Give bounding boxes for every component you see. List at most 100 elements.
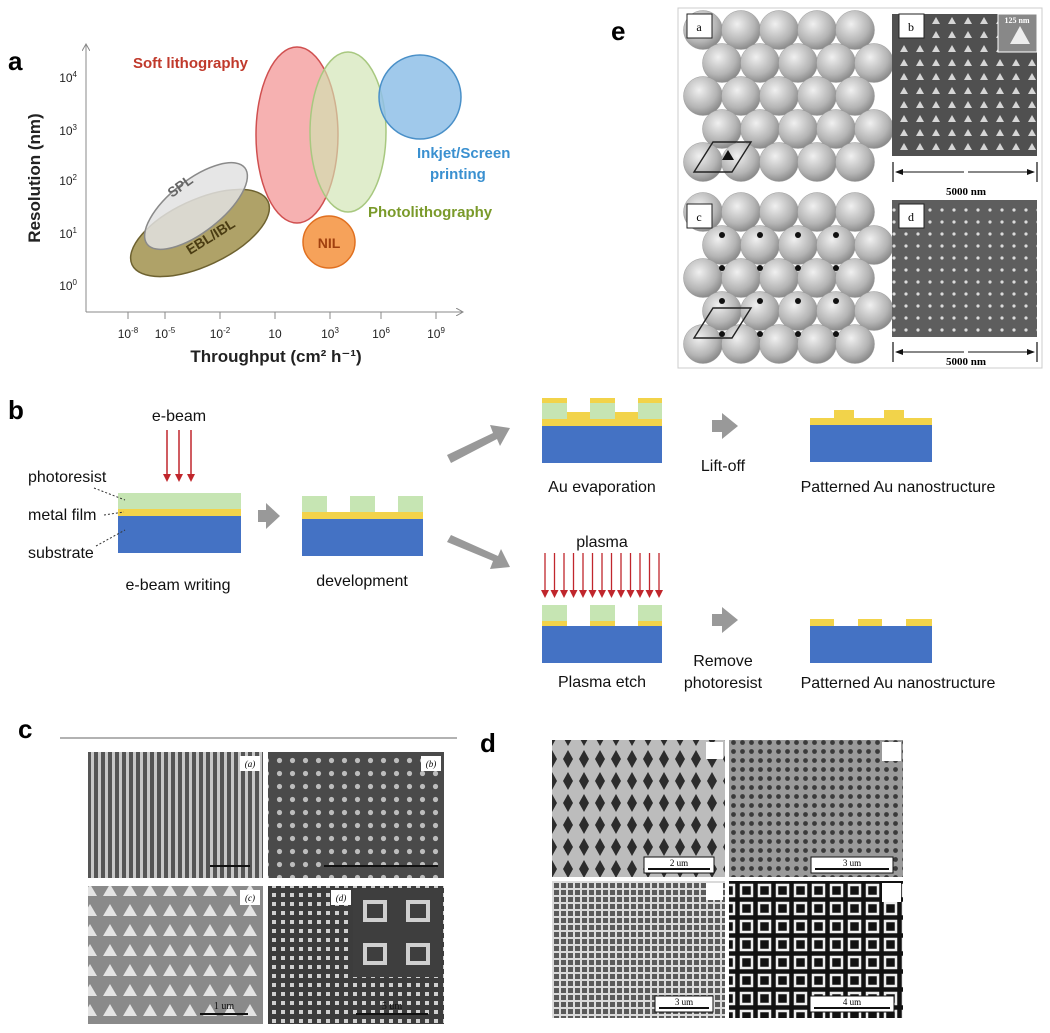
pattern-top-au-2 <box>884 410 904 418</box>
evap-au-top-1 <box>542 398 567 403</box>
plasma-metal-3 <box>638 621 662 628</box>
interstitial-dot <box>795 331 801 337</box>
sphere <box>759 258 799 298</box>
sphere <box>816 291 856 331</box>
stack1-resist <box>118 493 241 509</box>
evap-au-gap-1 <box>567 412 590 419</box>
plasma-label: plasma <box>576 534 628 551</box>
sphere <box>702 225 742 265</box>
sphere <box>835 258 875 298</box>
label-box-d-1 <box>706 742 723 759</box>
sphere <box>797 192 837 232</box>
sublabel-c-a-bg <box>240 756 260 771</box>
sublabel-c-a: (a) <box>245 759 256 769</box>
unit-cell-triangle <box>722 150 734 160</box>
interstitial-dot <box>757 331 763 337</box>
sublabel-e-c: c <box>696 210 701 224</box>
sphere <box>759 324 799 364</box>
inset-c-d-pad3 <box>363 943 387 965</box>
step-ebeam-writing: e-beam writing <box>126 577 231 594</box>
sphere <box>854 291 894 331</box>
evap-substrate <box>542 426 662 463</box>
label-remove-1: Remove <box>693 653 753 670</box>
region-photolithography <box>309 51 387 213</box>
sphere <box>854 109 894 149</box>
evap-au-gap-2 <box>615 412 638 419</box>
interstitial-dot <box>719 232 725 238</box>
label-remove-2: photoresist <box>684 675 763 692</box>
sphere <box>778 291 818 331</box>
label-inkjet-line2: printing <box>430 166 486 183</box>
sublabel-c-d: (d) <box>336 893 347 903</box>
ebeam-label: e-beam <box>152 408 206 425</box>
plasma-arrows <box>541 553 663 598</box>
sphere <box>797 10 837 50</box>
pattern-top-substrate <box>810 425 932 462</box>
interstitial-dot <box>795 298 801 304</box>
y-tick-label: 100 <box>59 278 77 293</box>
sphere <box>683 258 723 298</box>
sphere <box>816 109 856 149</box>
interstitial-dot <box>833 331 839 337</box>
label-liftoff: Lift-off <box>701 458 746 475</box>
pattern-bottom-au-2 <box>858 619 882 626</box>
interstitial-dot <box>833 265 839 271</box>
label-box-d-4 <box>882 883 901 902</box>
leader-substrate <box>95 529 126 547</box>
x-axis-label: Throughput (cm² h⁻¹) <box>190 347 361 366</box>
stack1-substrate <box>118 516 241 553</box>
scale-label-b: 5000 nm <box>946 186 986 198</box>
sem-image-c-c <box>88 886 263 1024</box>
step-development: development <box>316 573 408 590</box>
x-tick-label: 10-8 <box>118 326 139 341</box>
sublabel-c-c: (c) <box>245 893 255 903</box>
inset-triangle <box>1010 26 1030 44</box>
sublabel-e-b: b <box>908 20 914 34</box>
unit-cell-a <box>692 141 753 173</box>
sphere-array-a <box>683 10 894 182</box>
pattern-bottom-au-3 <box>906 619 932 626</box>
interstitial-dot <box>795 265 801 271</box>
sphere <box>759 192 799 232</box>
inset-c-d-pad4 <box>406 943 430 965</box>
scale-label-d-4: 4 um <box>843 997 861 1007</box>
evap-resist-1 <box>542 403 567 419</box>
label-soft-lithography: Soft lithography <box>133 55 249 72</box>
interstitial-dot <box>757 298 763 304</box>
pattern-top-au-1 <box>834 410 854 418</box>
interstitial-dot <box>833 298 839 304</box>
label-inkjet-line1: Inkjet/Screen <box>417 145 510 162</box>
panel-label-c: c <box>18 714 32 744</box>
sphere <box>740 43 780 83</box>
leader-photoresist <box>93 487 126 501</box>
sphere <box>778 43 818 83</box>
evap-metal <box>542 419 662 426</box>
scale-label-d-3: 3 um <box>675 997 693 1007</box>
sphere <box>759 76 799 116</box>
sphere <box>816 43 856 83</box>
y-tick-label: 103 <box>59 123 77 138</box>
evap-resist-3 <box>638 403 662 419</box>
leader-metal <box>103 511 125 516</box>
arrow-remove <box>712 607 738 633</box>
step-au-evaporation: Au evaporation <box>548 479 656 496</box>
panel-label-a: a <box>8 46 23 76</box>
sphere <box>835 10 875 50</box>
sphere <box>721 10 761 50</box>
stack2-resist-2 <box>350 496 375 512</box>
sphere <box>835 324 875 364</box>
x-tick-label: 10-5 <box>155 326 176 341</box>
arrow-up <box>447 425 510 463</box>
sphere <box>740 291 780 331</box>
label-box-d-3 <box>706 883 723 900</box>
scale-label-c-d: 5 um <box>382 1001 403 1012</box>
x-tick-label: 10 <box>268 327 282 341</box>
sublabel-box-a <box>686 13 713 39</box>
interstitial-dot <box>833 232 839 238</box>
region-inkjet <box>378 54 462 140</box>
pattern-bottom-au-1 <box>810 619 834 626</box>
step-plasma-etch: Plasma etch <box>558 674 646 691</box>
scale-label-d-2: 3 um <box>843 858 861 868</box>
